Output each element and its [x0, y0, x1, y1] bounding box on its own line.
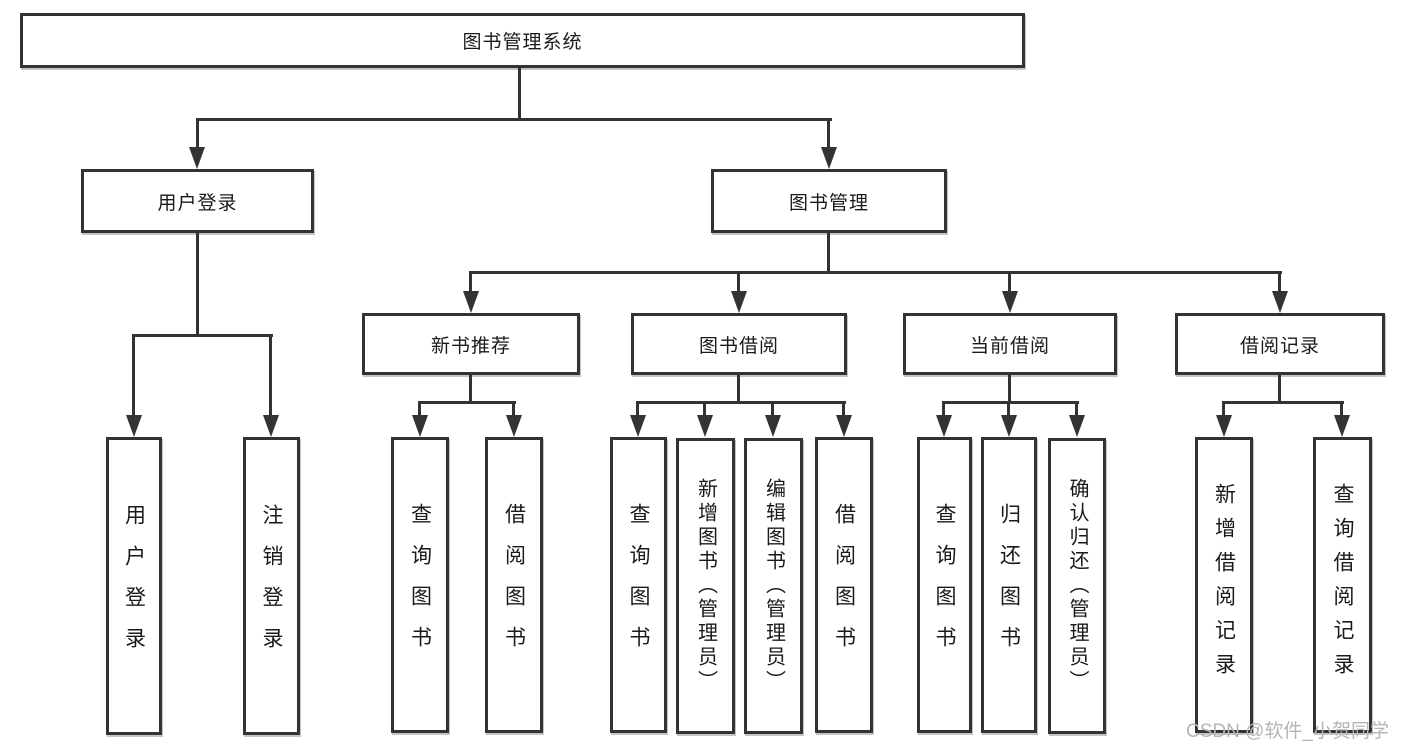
arrowhead-down-icon	[1002, 291, 1018, 313]
connector-line	[196, 120, 199, 150]
node-current-borrowing-label: 当前借阅	[969, 335, 1050, 357]
leaf-edit-book-admin: 编辑图书（管理员）	[744, 438, 803, 734]
node-root-label: 图书管理系统	[462, 32, 583, 53]
connector-line	[1008, 375, 1011, 403]
node-book-borrowing: 图书借阅	[631, 313, 847, 375]
connector-line	[1340, 403, 1343, 417]
connector-line	[636, 403, 639, 417]
leaf-return-books: 归还图书	[981, 437, 1037, 733]
node-borrow-records-label: 借阅记录	[1239, 335, 1320, 357]
leaf-borrow-books: 借阅图书	[815, 437, 873, 733]
connector-line	[1075, 403, 1078, 417]
leaf-query-books-recommend: 查询图书	[391, 437, 449, 733]
arrowhead-down-icon	[731, 291, 747, 313]
leaf-add-book-admin: 新增图书（管理员）	[676, 438, 735, 734]
leaf-logout-label: 注销登录	[260, 504, 283, 668]
arrowhead-down-icon	[1272, 291, 1288, 313]
connector-line	[269, 336, 272, 417]
leaf-user-login: 用户登录	[106, 437, 162, 735]
arrowhead-down-icon	[821, 147, 837, 169]
leaf-query-borrow-record-label: 查询借阅记录	[1331, 483, 1354, 687]
connector-line	[636, 401, 846, 404]
connector-line	[132, 336, 135, 417]
leaf-borrow-books-recommend: 借阅图书	[485, 437, 543, 733]
connector-line	[771, 403, 774, 417]
leaf-add-borrow-record: 新增借阅记录	[1195, 437, 1253, 733]
connector-line	[1008, 273, 1011, 293]
arrowhead-down-icon	[263, 415, 279, 437]
arrowhead-down-icon	[836, 415, 852, 437]
arrowhead-down-icon	[630, 415, 646, 437]
leaf-logout: 注销登录	[243, 437, 300, 735]
node-borrow-records: 借阅记录	[1175, 313, 1385, 375]
arrowhead-down-icon	[1069, 415, 1085, 437]
connector-line	[469, 271, 1282, 274]
connector-line	[737, 273, 740, 293]
leaf-borrow-books-label: 借阅图书	[832, 503, 856, 667]
connector-line	[418, 403, 421, 417]
arrowhead-down-icon	[412, 415, 428, 437]
leaf-return-books-label: 归还图书	[997, 503, 1021, 667]
connector-line	[1222, 401, 1344, 404]
arrowhead-down-icon	[189, 147, 205, 169]
leaf-query-books-borrowing: 查询图书	[610, 437, 667, 733]
arrowhead-down-icon	[765, 415, 781, 437]
leaf-query-borrow-record: 查询借阅记录	[1313, 437, 1372, 733]
connector-line	[196, 118, 832, 121]
connector-line	[942, 403, 945, 417]
connector-line	[1222, 403, 1225, 417]
leaf-confirm-return-admin: 确认归还（管理员）	[1048, 438, 1106, 734]
connector-line	[1278, 273, 1281, 293]
connector-line	[827, 120, 830, 150]
node-book-management: 图书管理	[711, 169, 947, 233]
connector-line	[942, 401, 1079, 404]
arrowhead-down-icon	[1334, 415, 1350, 437]
arrowhead-down-icon	[463, 291, 479, 313]
connector-line	[703, 403, 706, 417]
arrowhead-down-icon	[697, 415, 713, 437]
node-root-system: 图书管理系统	[20, 13, 1025, 68]
connector-line	[842, 403, 845, 417]
connector-line	[469, 273, 472, 293]
leaf-edit-book-admin-label: 编辑图书（管理员）	[762, 478, 785, 694]
leaf-user-login-label: 用户登录	[122, 504, 146, 668]
connector-line	[518, 68, 521, 121]
node-new-book-recommend: 新书推荐	[362, 313, 580, 375]
leaf-query-books-borrowing-label: 查询图书	[627, 503, 650, 667]
arrowhead-down-icon	[126, 415, 142, 437]
leaf-query-books-recommend-label: 查询图书	[408, 503, 432, 667]
leaf-add-borrow-record-label: 新增借阅记录	[1212, 483, 1236, 687]
node-user-login-label: 用户登录	[157, 192, 238, 214]
leaf-confirm-return-admin-label: 确认归还（管理员）	[1066, 478, 1088, 694]
node-book-borrowing-label: 图书借阅	[698, 335, 779, 357]
connector-line	[737, 375, 740, 403]
connector-line	[196, 233, 199, 336]
connector-line	[418, 401, 516, 404]
leaf-query-books-current-label: 查询图书	[933, 503, 956, 667]
connector-line	[827, 233, 830, 273]
arrowhead-down-icon	[506, 415, 522, 437]
csdn-watermark: CSDN @软件_小贺同学	[1186, 721, 1389, 742]
arrowhead-down-icon	[936, 415, 952, 437]
node-user-login: 用户登录	[81, 169, 314, 233]
node-current-borrowing: 当前借阅	[903, 313, 1117, 375]
leaf-borrow-books-recommend-label: 借阅图书	[502, 503, 526, 667]
arrowhead-down-icon	[1001, 415, 1017, 437]
arrowhead-down-icon	[1216, 415, 1232, 437]
node-new-book-recommend-label: 新书推荐	[430, 335, 511, 357]
connector-line	[132, 334, 273, 337]
leaf-add-book-admin-label: 新增图书（管理员）	[694, 478, 717, 694]
connector-line	[469, 375, 472, 403]
connector-line	[512, 403, 515, 417]
node-book-management-label: 图书管理	[788, 192, 869, 214]
leaf-query-books-current: 查询图书	[917, 437, 972, 733]
connector-line	[1278, 375, 1281, 403]
connector-line	[1007, 403, 1010, 417]
